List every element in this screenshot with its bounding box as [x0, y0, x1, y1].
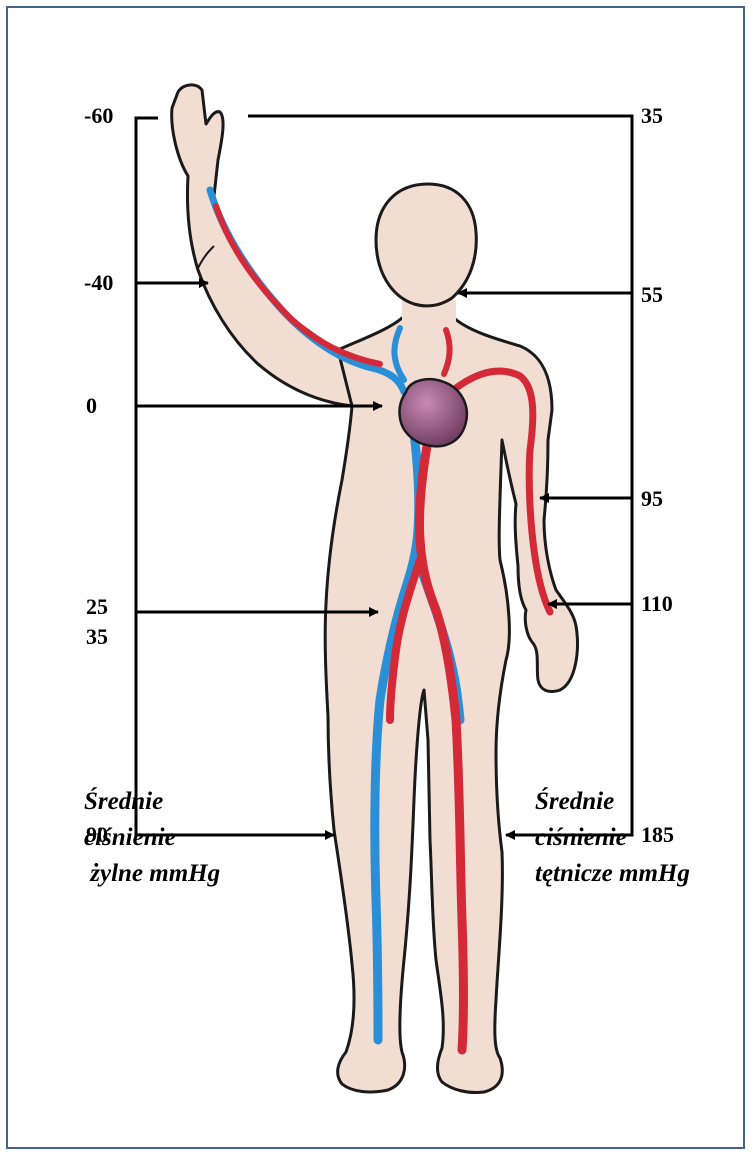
raised-arm: [172, 85, 362, 406]
arterial-caption-line-1: Średnie: [535, 787, 614, 816]
arterial-value-foot: 185: [641, 823, 674, 847]
arterial-caption-line-3: tętnicze mmHg: [535, 859, 690, 888]
venous-caption-line-1: Średnie: [84, 787, 163, 816]
venous-caption-line-2: ciśnienie: [84, 823, 176, 852]
venous-value-abdomen-upper: 25: [86, 595, 108, 619]
venous-caption-line-3: żylne mmHg: [84, 859, 220, 888]
arterial-value-hand: 35: [641, 104, 663, 128]
venous-value-hand: -60: [84, 104, 113, 128]
venous-value-abdomen-lower: 35: [86, 625, 108, 649]
arterial-value-elbow: 95: [641, 487, 663, 511]
venous-value-heart: 0: [86, 394, 97, 418]
arterial-value-wrist: 110: [641, 592, 673, 616]
arterial-caption-line-2: ciśnienie: [535, 823, 627, 852]
head: [376, 184, 476, 306]
heart-icon: [399, 379, 466, 446]
arterial-value-neck: 55: [641, 283, 663, 307]
venous-value-arm: -40: [84, 271, 113, 295]
venous-scale-bracket: [136, 118, 330, 835]
